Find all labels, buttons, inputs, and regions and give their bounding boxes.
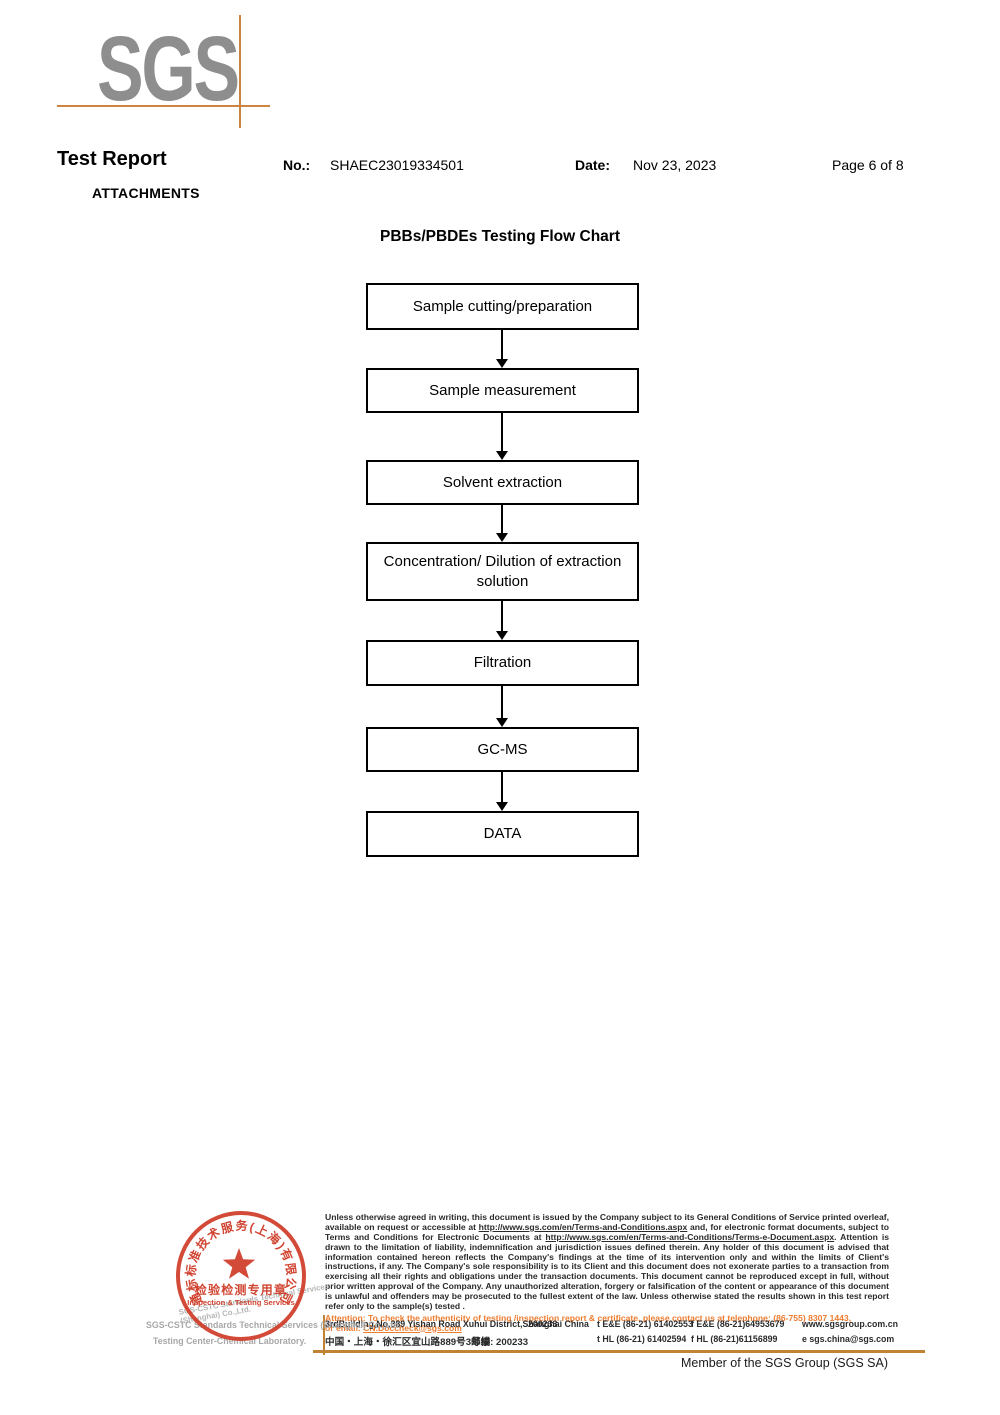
postal-code-cn: 邮编: 200233 bbox=[471, 1337, 529, 1348]
fax-ee: f E&E (86-21)64953679 bbox=[691, 1319, 785, 1329]
flow-arrow bbox=[496, 772, 508, 811]
seal-ring bbox=[176, 1211, 306, 1341]
seal-cn-text: 检验检测专用章 bbox=[195, 1282, 287, 1297]
report-title: Test Report bbox=[57, 148, 167, 170]
terms-e-document-link[interactable]: http://www.sgs.com/en/Terms-and-Conditio… bbox=[545, 1231, 835, 1242]
flow-arrow bbox=[496, 505, 508, 542]
flow-step-sample-cutting: Sample cutting/preparation bbox=[366, 283, 639, 330]
phone-ee: t E&E (86-21) 61402553 bbox=[597, 1319, 693, 1329]
website-link[interactable]: www.sgsgroup.com.cn bbox=[802, 1319, 898, 1329]
terms-text: . Attention is drawn to the limitation o… bbox=[325, 1231, 889, 1311]
inspection-seal: 通标标准技术服务(上海)有限公司 检验检测专用章 Inspection & Te… bbox=[176, 1211, 306, 1341]
flow-step-data: DATA bbox=[366, 811, 639, 857]
attention-notice: Attention: To check the authenticity of … bbox=[325, 1312, 889, 1334]
footer-horizontal-line bbox=[313, 1350, 925, 1353]
flow-step-filtration: Filtration bbox=[366, 640, 639, 686]
report-no-label: No.: bbox=[283, 157, 311, 173]
terms-and-conditions: Unless otherwise agreed in writing, this… bbox=[325, 1212, 889, 1334]
attention-line1: Attention: To check the authenticity of … bbox=[325, 1312, 852, 1323]
sgs-member-line: Member of the SGS Group (SGS SA) bbox=[680, 1356, 888, 1370]
flow-arrow bbox=[496, 413, 508, 460]
postal-code-en: 200233 bbox=[528, 1319, 558, 1329]
seal-en-text: Inspection & Testing Services bbox=[187, 1298, 294, 1307]
terms-text: and, for electronic format documents, su… bbox=[325, 1221, 889, 1242]
email-link[interactable]: e sgs.china@sgs.com bbox=[802, 1334, 895, 1344]
logo-horizontal-line bbox=[57, 105, 270, 107]
company-lab-line: Testing Center-Chemical Laboratory. bbox=[153, 1336, 307, 1346]
address-row-en: 3rdBuilding,No.889 Yishan Road Xuhui Dis… bbox=[325, 1319, 900, 1333]
address-cn: 中国・上海・徐汇区宜山路889号3号楼 bbox=[325, 1337, 491, 1348]
doccheck-email-link[interactable]: CN.Doccheck@sgs.com bbox=[363, 1322, 462, 1333]
terms-text: Unless otherwise agreed in writing, this… bbox=[325, 1212, 889, 1232]
report-no-value: SHAEC23019334501 bbox=[330, 157, 464, 173]
company-name-line: SGS-CSTC Standards Technical Services (S… bbox=[146, 1320, 401, 1330]
flow-arrow bbox=[496, 601, 508, 640]
fax-hl: f HL (86-21)61156899 bbox=[691, 1334, 778, 1344]
address-en: 3rdBuilding,No.889 Yishan Road Xuhui Dis… bbox=[325, 1319, 589, 1329]
attachments-label: ATTACHMENTS bbox=[92, 185, 200, 201]
logo-vertical-line bbox=[239, 15, 241, 128]
flow-arrow bbox=[496, 330, 508, 368]
report-date-label: Date: bbox=[575, 157, 611, 173]
flow-chart-title: PBBs/PBDEs Testing Flow Chart bbox=[380, 228, 620, 245]
sgs-logo: SGS bbox=[97, 18, 240, 120]
page-number: Page 6 of 8 bbox=[832, 157, 904, 173]
attention-line2-prefix: or email: bbox=[325, 1322, 364, 1333]
report-date-value: Nov 23, 2023 bbox=[633, 157, 717, 173]
flow-step-solvent-extraction: Solvent extraction bbox=[366, 460, 639, 505]
terms-link[interactable]: http://www.sgs.com/en/Terms-and-Conditio… bbox=[478, 1221, 688, 1232]
address-row-cn: 中国・上海・徐汇区宜山路889号3号楼 邮编: 200233 t HL (86-… bbox=[325, 1334, 900, 1348]
footer-vertical-line bbox=[323, 1315, 325, 1355]
flow-step-gc-ms: GC-MS bbox=[366, 727, 639, 772]
flow-arrow bbox=[496, 686, 508, 727]
seal-star-icon bbox=[222, 1248, 256, 1279]
flow-step-sample-measurement: Sample measurement bbox=[366, 368, 639, 413]
flow-step-concentration-dilution: Concentration/ Dilution of extraction so… bbox=[366, 542, 639, 601]
phone-hl: t HL (86-21) 61402594 bbox=[597, 1334, 687, 1344]
